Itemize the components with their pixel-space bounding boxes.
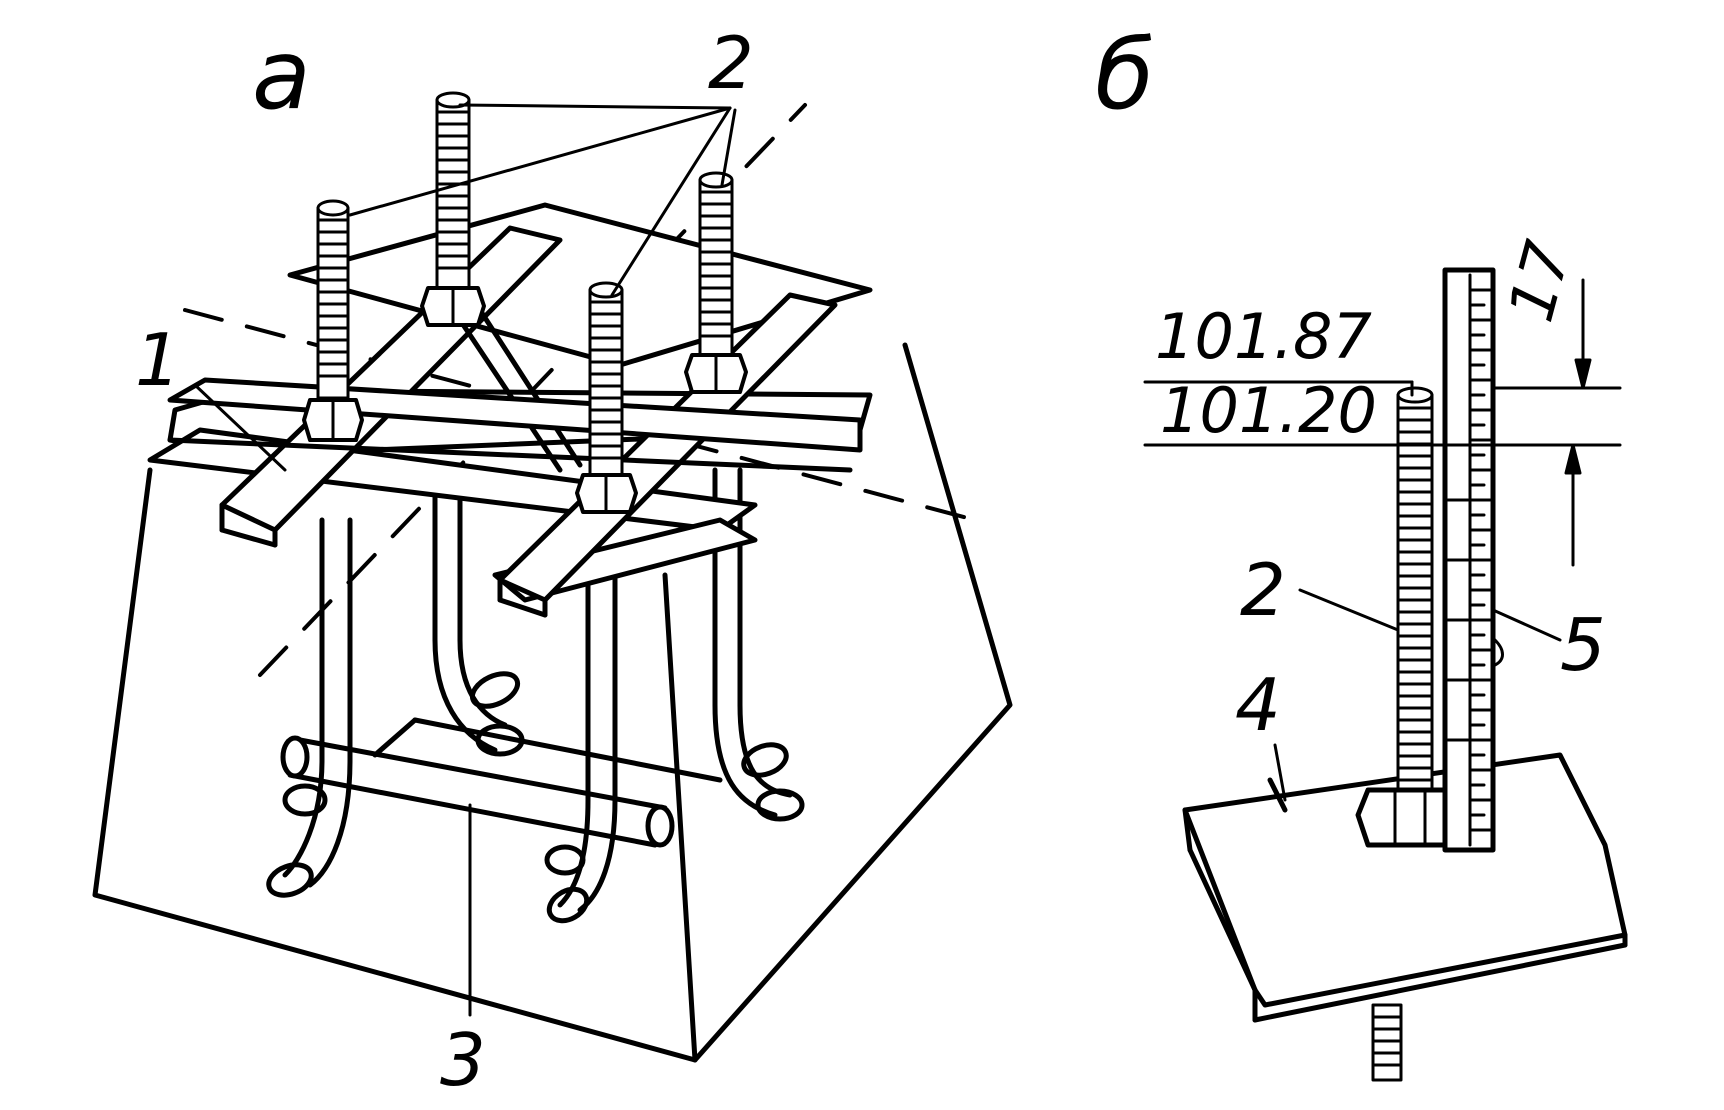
- bolt-front-right: [575, 281, 638, 514]
- elevation-lines: [1143, 380, 1622, 447]
- callout-1: 1: [135, 318, 181, 402]
- bolt-left: [302, 199, 364, 442]
- measuring-ruler: [1442, 267, 1496, 853]
- leaders-panel-a: [193, 103, 737, 1017]
- leaders-panel-b: [1273, 588, 1562, 802]
- bolt-back-left: [420, 91, 486, 327]
- panel-a-letter: а: [252, 19, 311, 131]
- dimension-value: 17: [1494, 234, 1585, 329]
- callout-5: 5: [1560, 603, 1606, 687]
- connecting-bar: [280, 717, 723, 848]
- elevation-upper-label: 101.87: [1155, 300, 1372, 373]
- bolts-panel-a: [302, 91, 748, 514]
- callout-3: 3: [440, 1018, 486, 1102]
- panel-a: а 2 1 3: [92, 19, 1013, 1102]
- panel-b-letter: б: [1095, 19, 1154, 131]
- base-plate: [1182, 752, 1628, 1023]
- template-frame: [147, 202, 873, 618]
- panel-b: б 101.87 101.20 17 2 5 4: [1095, 19, 1628, 1082]
- elevation-lower-label: 101.20: [1160, 374, 1377, 447]
- bolt-below-plate: [1371, 1003, 1403, 1082]
- callout-2-panel-a: 2: [708, 21, 754, 105]
- bolt-back-right: [684, 171, 748, 394]
- foundation-block: [92, 342, 1013, 1063]
- dimension-arrows: [1564, 278, 1592, 567]
- callout-4: 4: [1235, 663, 1281, 747]
- bolt-panel-b: [1355, 386, 1461, 848]
- callout-2-panel-b: 2: [1240, 548, 1286, 632]
